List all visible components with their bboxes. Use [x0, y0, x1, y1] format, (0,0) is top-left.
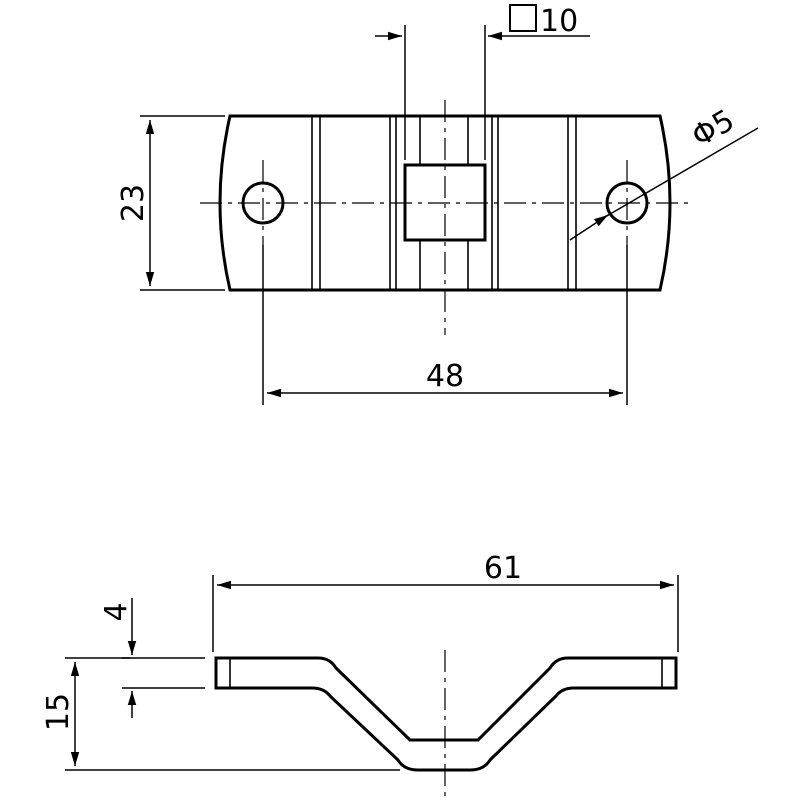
- centerlines-top: [200, 100, 690, 335]
- dim-hole-spacing: [262, 245, 628, 405]
- dim-thickness: [122, 598, 205, 718]
- height-label: 23: [116, 184, 151, 222]
- dim-overall-height: [65, 657, 400, 771]
- square-hole-label: 10: [540, 4, 578, 39]
- dim-hole-diameter: [569, 127, 759, 241]
- overall-height-label: 15: [41, 693, 76, 731]
- bracket-profile: [214, 656, 678, 772]
- plate-outline: [218, 114, 672, 292]
- hole-spacing-label: 48: [426, 359, 464, 394]
- dim-height: [140, 115, 225, 291]
- dim-square: [375, 4, 590, 160]
- dim-overall-length: [212, 575, 679, 652]
- square-symbol-icon: [509, 4, 537, 32]
- hole-diameter-label: Φ5: [686, 103, 740, 155]
- overall-length-label: 61: [484, 551, 522, 586]
- side-view: [65, 575, 679, 800]
- top-view: [140, 4, 759, 405]
- thickness-label: 4: [99, 602, 134, 621]
